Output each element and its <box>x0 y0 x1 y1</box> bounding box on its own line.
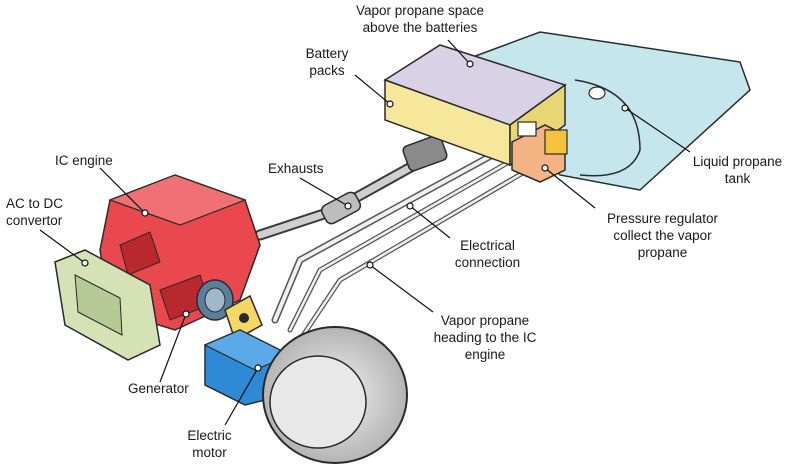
label-line: propane <box>637 245 688 260</box>
pressure-regulator <box>511 121 568 183</box>
marker-dots <box>81 60 629 372</box>
label-line: collect the vapor <box>613 228 712 243</box>
label-line: Vapor propane space <box>355 3 485 18</box>
label-line: convertor <box>6 213 63 228</box>
label-line: packs <box>309 63 345 78</box>
label-generator: Generator <box>128 380 189 397</box>
label-line: Vapor propane <box>440 313 530 328</box>
label-battery-packs: Battery packs <box>292 45 362 79</box>
label-line: Electric <box>187 428 232 443</box>
label-line: heading to the IC <box>433 330 537 345</box>
label-vapor-space: Vapor propane space above the batteries <box>330 2 510 36</box>
label-line: motor <box>192 445 227 460</box>
label-line: Liquid propane <box>692 154 783 169</box>
ac-dc-convertor <box>54 249 161 361</box>
label-line: tank <box>724 171 751 186</box>
label-line: Battery <box>305 46 349 61</box>
label-line: engine <box>464 347 506 362</box>
label-exhausts: Exhausts <box>268 160 324 177</box>
label-ic-engine: IC engine <box>55 152 113 169</box>
label-vapor-heading: Vapor propane heading to the IC engine <box>415 312 555 363</box>
label-line: IC engine <box>55 153 113 168</box>
generator <box>196 279 263 342</box>
label-line: Exhausts <box>268 161 324 176</box>
liquid-propane-tank <box>468 31 751 191</box>
label-ac-dc-convertor: AC to DC convertor <box>6 195 63 229</box>
label-line: Electrical <box>460 238 515 253</box>
label-line: connection <box>454 255 521 270</box>
label-line: Generator <box>128 381 189 396</box>
wheel <box>262 326 408 464</box>
label-liquid-propane-tank: Liquid propane tank <box>680 153 795 187</box>
connection-lines <box>271 136 548 343</box>
label-line: above the batteries <box>362 20 478 35</box>
leader-lines <box>39 39 691 426</box>
label-electric-motor: Electric motor <box>172 427 247 461</box>
exhaust-pipe <box>254 134 448 241</box>
label-pressure-regulator: Pressure regulator collect the vapor pro… <box>585 210 740 261</box>
label-line: Pressure regulator <box>606 211 719 226</box>
label-electrical-connection: Electrical connection <box>440 237 535 271</box>
label-line: AC to DC <box>6 196 64 211</box>
